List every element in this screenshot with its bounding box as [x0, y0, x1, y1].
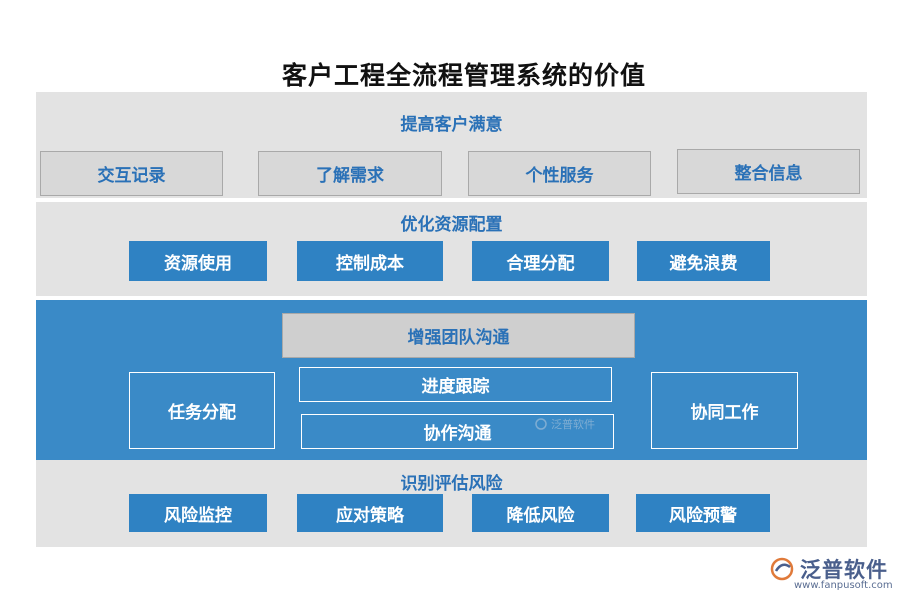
resources-item-1: 资源使用: [129, 241, 267, 281]
resources-item-3: 合理分配: [472, 241, 609, 281]
watermark-text: 泛普软件: [551, 418, 595, 431]
watermark: 泛普软件: [534, 416, 595, 432]
risk-item-1: 风险监控: [129, 494, 267, 532]
watermark-icon: [535, 418, 547, 430]
logo-url: www.fanpusoft.com: [794, 580, 893, 591]
logo-text: 泛普软件: [800, 558, 888, 582]
satisfaction-item-4: 整合信息: [677, 149, 860, 194]
satisfaction-item-2: 了解需求: [258, 151, 442, 196]
satisfaction-item-1: 交互记录: [40, 151, 223, 196]
satisfaction-label: 提高客户满意: [400, 115, 503, 135]
risk-item-2: 应对策略: [297, 494, 443, 532]
team-center-box-2: 协作沟通: [301, 414, 614, 449]
page-title: 客户工程全流程管理系统的价值: [281, 61, 646, 90]
risk-item-4: 风险预警: [636, 494, 770, 532]
resources-item-2: 控制成本: [297, 241, 443, 281]
team-label-box: 增强团队沟通: [282, 313, 635, 358]
satisfaction-item-3: 个性服务: [468, 151, 651, 196]
resources-item-4: 避免浪费: [637, 241, 770, 281]
logo: 泛普软件: [770, 554, 888, 584]
risk-label: 识别评估风险: [400, 474, 503, 494]
team-center-box-1: 进度跟踪: [299, 367, 612, 402]
risk-item-3: 降低风险: [472, 494, 609, 532]
logo-icon: [770, 557, 794, 581]
team-right-box: 协同工作: [651, 372, 798, 449]
resources-label: 优化资源配置: [400, 215, 503, 235]
team-left-box: 任务分配: [129, 372, 275, 449]
